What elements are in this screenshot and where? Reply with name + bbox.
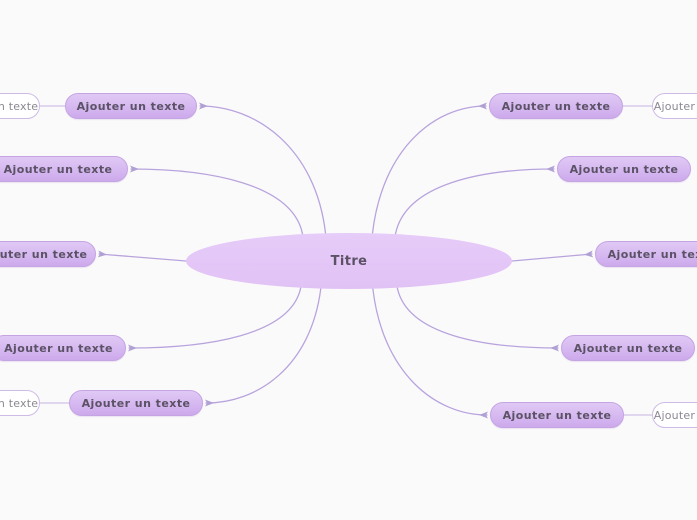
branch-node-r3[interactable]: Ajouter un texte [595, 241, 697, 267]
connector [396, 287, 560, 352]
connector [394, 165, 556, 235]
branch-node-r2[interactable]: Ajouter un texte [557, 156, 691, 182]
branch-node-label: Ajouter un texte [607, 247, 697, 261]
branch-node-label: Ajouter un texte [501, 99, 611, 113]
root-node-label: Titre [330, 253, 368, 269]
ghost-node-label: Ajouter un texte [653, 99, 697, 113]
branch-node-l5[interactable]: Ajouter un texte [69, 390, 203, 416]
branch-node-label: Ajouter un texte [4, 341, 113, 355]
branch-node-l1[interactable]: Ajouter un texte [65, 93, 197, 119]
branch-node-label: Ajouter un texte [81, 396, 191, 410]
connector [511, 250, 594, 262]
connector [372, 288, 489, 419]
ghost-node-g4[interactable]: Ajouter un texte [652, 402, 697, 428]
ghost-node-g1[interactable]: Ajouter un texte [0, 93, 40, 119]
branch-node-label: Ajouter un texte [502, 408, 612, 422]
branch-node-r5[interactable]: Ajouter un texte [490, 402, 624, 428]
ghost-node-label: Ajouter un texte [0, 99, 39, 113]
branch-node-label: Ajouter un texte [569, 162, 679, 176]
connector [97, 250, 187, 262]
root-node[interactable]: Titre [186, 233, 512, 289]
branch-node-l4[interactable]: Ajouter un texte [0, 335, 126, 361]
connector [127, 287, 302, 352]
ghost-node-label: Ajouter un texte [0, 396, 39, 410]
ghost-node-label: Ajouter un texte [653, 408, 697, 422]
branch-node-label: Ajouter un texte [0, 247, 88, 261]
branch-node-r1[interactable]: Ajouter un texte [489, 93, 623, 119]
connector [198, 102, 327, 234]
branch-node-label: Ajouter un texte [573, 341, 683, 355]
connector [371, 102, 488, 234]
branch-node-l3[interactable]: Ajouter un texte [0, 241, 96, 267]
ghost-node-g3[interactable]: Ajouter un texte [652, 93, 697, 119]
connector [204, 287, 322, 407]
branch-node-label: Ajouter un texte [3, 162, 113, 176]
ghost-node-g2[interactable]: Ajouter un texte [0, 390, 40, 416]
branch-node-r4[interactable]: Ajouter un texte [561, 335, 695, 361]
connector [129, 165, 304, 235]
branch-node-label: Ajouter un texte [76, 99, 186, 113]
branch-node-l2[interactable]: Ajouter un texte [0, 156, 128, 182]
